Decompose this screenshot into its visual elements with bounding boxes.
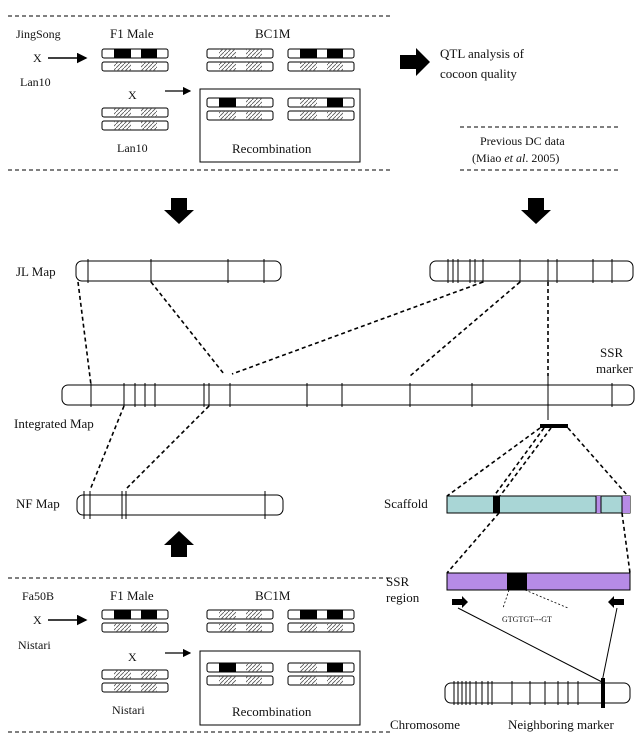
down-arrow-icon-right [521,198,551,224]
cross-symbol-3: X [33,613,42,627]
scaffold-label: Scaffold [384,496,428,511]
qtl-text-line1: QTL analysis of [440,46,525,61]
ssr-region-line2: region [386,590,420,605]
recombination-label: Recombination [232,141,312,156]
recombination-box [199,88,361,163]
chromosome-bar [444,678,631,708]
neighboring-marker [601,678,605,708]
ssr-marker-line1: SSR [600,345,623,360]
ssr-to-chromosome-connectors [457,607,618,683]
ssr-region-line1: SSR [386,574,409,589]
right-arrow-icon [400,48,430,76]
down-arrow-icon-left [164,198,194,224]
parent-fa50b: Fa50B [22,589,54,603]
bc1m-nonrecomb-2 [287,48,355,72]
f1-chromosome-pair [101,48,169,72]
integrated-map-label: Integrated Map [14,416,94,431]
bc1m-recomb-1 [206,97,274,121]
backcross-parent-nistari: Nistari [112,703,145,717]
primer-reverse-icon [608,596,624,608]
ssr-region-bar [446,572,631,591]
top-cross-panel: JingSong X Lan10 F1 Male BC1M X Lan10 [8,15,392,171]
qtl-text-line2: cocoon quality [440,66,517,81]
f1-chromosome-pair-2 [101,609,169,633]
bc1m-label: BC1M [255,26,291,41]
primer-forward-icon [452,596,468,608]
chromosome-label: Chromosome [390,717,460,732]
bc1m-nonrecomb-3 [206,609,274,633]
recombination-label-2: Recombination [232,704,312,719]
jl-map-label: JL Map [16,264,56,279]
bc1m-nonrecomb-4 [287,609,355,633]
ssr-to-scaffold-connectors [446,427,629,497]
scaffold-to-ssr-connectors [446,512,631,574]
bottom-cross-panel: Fa50B X Nistari F1 Male BC1M X Nistari [8,577,392,733]
previous-data-line2: (Miao et al. 2005) [472,151,559,165]
lan10-chromosome-pair [101,107,169,131]
f1-male-label: F1 Male [110,26,154,41]
repeat-sequence: GTGTGT---GT [502,615,552,624]
nf-map-label: NF Map [16,496,60,511]
nistari-chromosome-pair [101,669,169,693]
parent-nistari: Nistari [18,638,51,652]
cross-symbol: X [33,51,42,65]
bc1m-recomb-2 [287,97,355,121]
bc1m-recomb-3 [206,662,274,686]
bc1m-label-2: BC1M [255,588,291,603]
bc1m-nonrecomb-1 [206,48,274,72]
f1-male-label-2: F1 Male [110,588,154,603]
integrated-map [61,376,635,420]
neighboring-marker-label: Neighboring marker [508,717,614,732]
scaffold-bar [446,495,631,514]
bc1m-recomb-4 [287,662,355,686]
jl-map-left [75,259,282,283]
backcross-parent-lan10: Lan10 [117,141,148,155]
cross-symbol-2: X [128,88,137,102]
ssr-bar [540,424,568,428]
integrated-to-nf-connectors [89,405,210,491]
previous-data-line1: Previous DC data [480,134,565,148]
parent-jingsong: JingSong [16,27,61,41]
recombination-box-2 [199,650,361,726]
nf-map [76,491,284,519]
jl-map-right [429,259,634,283]
parent-lan10: Lan10 [20,75,51,89]
up-arrow-icon [164,531,194,557]
jl-to-integrated-connectors [77,281,549,386]
cross-symbol-4: X [128,650,137,664]
ssr-marker-line2: marker [596,361,633,376]
